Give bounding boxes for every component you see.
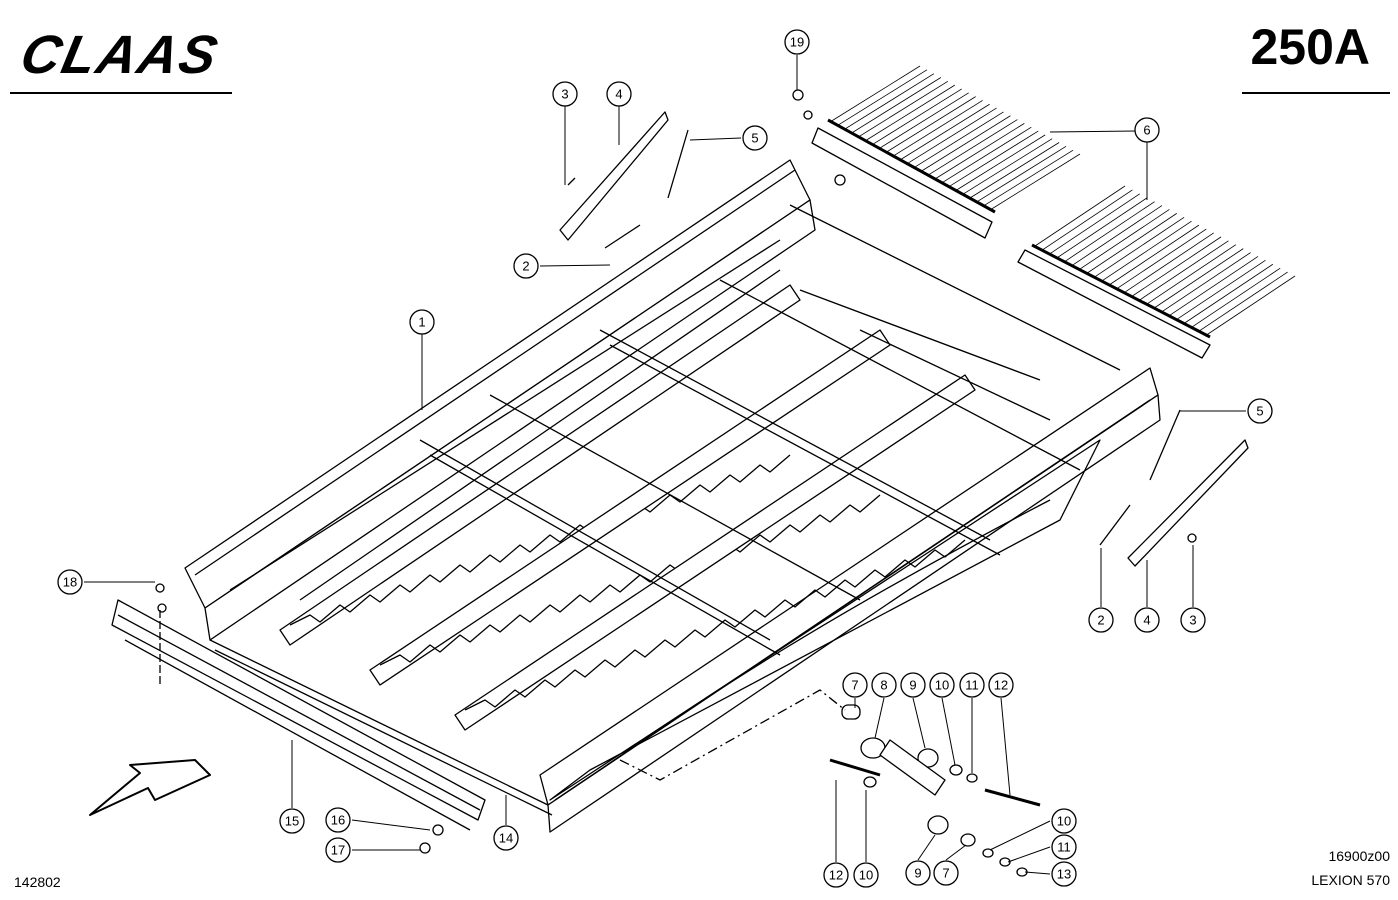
svg-text:12: 12 [994, 678, 1008, 693]
svg-text:11: 11 [965, 678, 979, 693]
callout-c3a: 3 [552, 81, 578, 107]
svg-text:8: 8 [880, 678, 887, 693]
svg-text:3: 3 [561, 87, 568, 102]
svg-text:12: 12 [829, 868, 843, 883]
svg-text:9: 9 [909, 678, 916, 693]
svg-text:18: 18 [63, 575, 77, 590]
direction-arrow [89, 759, 211, 816]
callout-c5b: 5 [1247, 398, 1273, 424]
svg-text:6: 6 [1143, 123, 1150, 138]
header-rule-left [10, 92, 232, 94]
callout-c8: 8 [871, 672, 897, 698]
svg-text:1: 1 [418, 315, 425, 330]
callout-c7b: 7 [933, 860, 959, 886]
svg-text:7: 7 [942, 866, 949, 881]
svg-text:10: 10 [935, 678, 949, 693]
side-strips [559, 111, 1249, 567]
svg-text:9: 9 [914, 866, 921, 881]
svg-text:19: 19 [790, 35, 804, 50]
callout-c10c: 10 [1051, 808, 1077, 834]
callout-c14: 14 [493, 825, 519, 851]
callout-c10a: 10 [929, 672, 955, 698]
footer-drawing-code: 16900z00 [1328, 848, 1390, 864]
svg-text:15: 15 [285, 814, 299, 829]
comb-fingers [829, 65, 1296, 337]
svg-text:11: 11 [1057, 840, 1071, 855]
callout-c12b: 12 [823, 862, 849, 888]
svg-text:17: 17 [331, 843, 345, 858]
callout-c6: 6 [1134, 117, 1160, 143]
callout-c16: 16 [325, 807, 351, 833]
main-frame [184, 159, 1161, 833]
callout-c10b: 10 [853, 862, 879, 888]
svg-text:3: 3 [1189, 613, 1196, 628]
front-lip [111, 599, 486, 831]
finger-comb-lower [1017, 243, 1211, 359]
callout-c9b: 9 [905, 860, 931, 886]
svg-text:16: 16 [331, 813, 345, 828]
callout-c5a: 5 [742, 125, 768, 151]
cross-members [419, 279, 1081, 656]
bolts [155, 89, 1197, 854]
callout-c13: 13 [1051, 861, 1077, 887]
callout-c11b: 11 [1051, 834, 1077, 860]
header-rule-right [1242, 92, 1390, 94]
finger-comb-upper [811, 118, 996, 239]
callout-c18: 18 [57, 569, 83, 595]
callout-c15: 15 [279, 808, 305, 834]
callout-c2a: 2 [513, 253, 539, 279]
svg-text:4: 4 [615, 87, 622, 102]
callout-c19: 19 [784, 29, 810, 55]
callout-c12a: 12 [988, 672, 1014, 698]
page-number: 250A [1250, 19, 1370, 75]
svg-text:7: 7 [851, 678, 858, 693]
svg-text:13: 13 [1057, 867, 1071, 882]
callout-c4a: 4 [606, 81, 632, 107]
svg-text:4: 4 [1143, 613, 1150, 628]
svg-text:2: 2 [522, 259, 529, 274]
callout-c9a: 9 [900, 672, 926, 698]
callout-c1: 1 [409, 309, 435, 335]
callout-c11a: 11 [959, 672, 985, 698]
callout-c7a: 7 [842, 672, 868, 698]
divider-rails [229, 239, 976, 731]
svg-text:10: 10 [1057, 814, 1071, 829]
svg-text:14: 14 [499, 831, 513, 846]
callout-c2b: 2 [1088, 607, 1114, 633]
footer-left-code: 142802 [14, 874, 61, 890]
callout-c3b: 3 [1180, 607, 1206, 633]
svg-text:5: 5 [751, 131, 758, 146]
svg-text:10: 10 [859, 868, 873, 883]
leader-lines [84, 55, 1246, 875]
footer-model: LEXION 570 [1311, 872, 1390, 888]
bearing-assembly [619, 689, 1041, 877]
svg-text:5: 5 [1256, 404, 1263, 419]
callout-c4b: 4 [1134, 607, 1160, 633]
svg-text:2: 2 [1097, 613, 1104, 628]
callout-c17: 17 [325, 837, 351, 863]
